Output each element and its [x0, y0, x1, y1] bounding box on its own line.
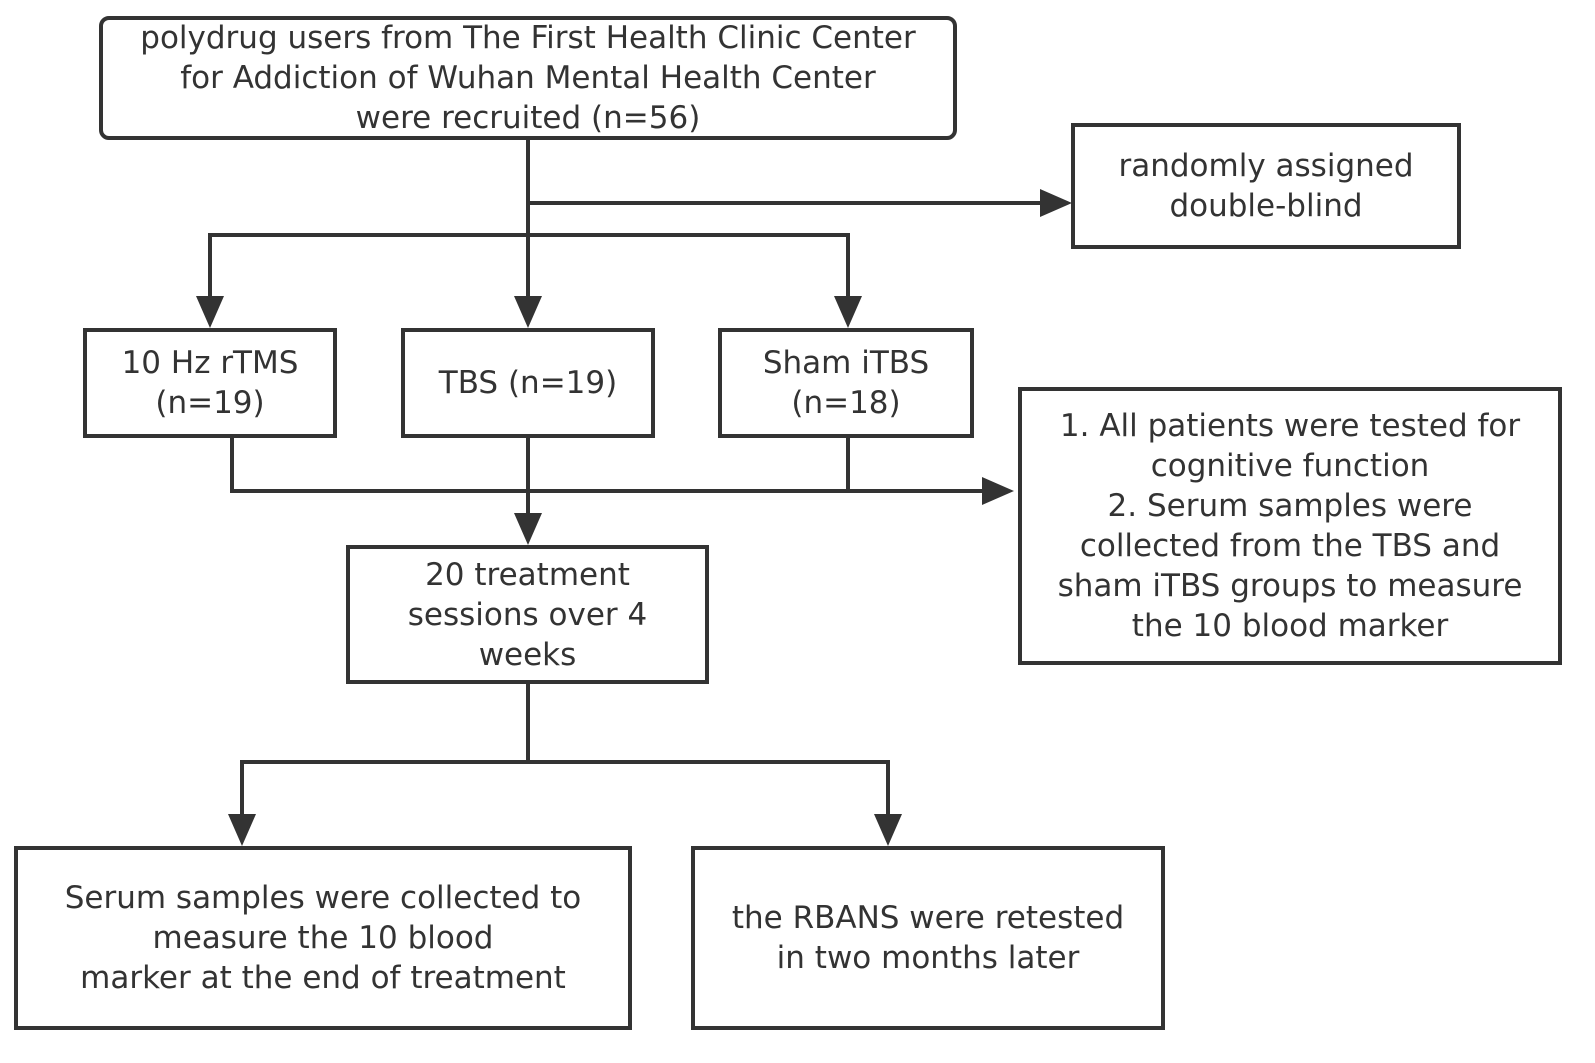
tbs-group-text: TBS (n=19)	[438, 365, 618, 401]
arrowhead-randomize	[1040, 189, 1072, 217]
connector-merge-groups	[230, 436, 984, 493]
randomize-text: randomly assigned double-blind	[1118, 148, 1414, 224]
arrowhead-tbs	[514, 296, 542, 328]
baseline-assessment-box: 1. All patients were tested for cognitiv…	[1018, 387, 1562, 665]
baseline-assessment-text: 1. All patients were tested for cognitiv…	[1057, 408, 1523, 644]
rbans-retest-box: the RBANS were retested in two months la…	[691, 846, 1165, 1030]
rtms-group-text: 10 Hz rTMS (n=19)	[121, 345, 299, 421]
rtms-group-box: 10 Hz rTMS (n=19)	[83, 328, 337, 438]
connector-branch-groups	[208, 233, 850, 298]
serum-end-box: Serum samples were collected to measure …	[14, 846, 632, 1030]
arrowhead-rbans	[874, 814, 902, 846]
sham-group-box: Sham iTBS (n=18)	[718, 328, 974, 438]
recruit-text: polydrug users from The First Health Cli…	[140, 20, 916, 136]
treatment-box: 20 treatment sessions over 4 weeks	[346, 545, 709, 684]
randomize-box: randomly assigned double-blind	[1071, 123, 1461, 249]
arrowhead-baseline	[982, 477, 1014, 505]
arrowhead-rtms	[196, 296, 224, 328]
connector-branch-outcomes	[240, 760, 890, 815]
treatment-text: 20 treatment sessions over 4 weeks	[407, 556, 648, 673]
recruit-box: polydrug users from The First Health Cli…	[99, 16, 957, 140]
arrowhead-sham	[834, 296, 862, 328]
serum-end-text: Serum samples were collected to measure …	[64, 880, 582, 996]
arrowhead-treatment	[514, 513, 542, 545]
arrowhead-serum-end	[228, 814, 256, 846]
tbs-group-box: TBS (n=19)	[401, 328, 655, 438]
sham-group-text: Sham iTBS (n=18)	[762, 345, 930, 421]
rbans-retest-text: the RBANS were retested in two months la…	[731, 900, 1125, 976]
